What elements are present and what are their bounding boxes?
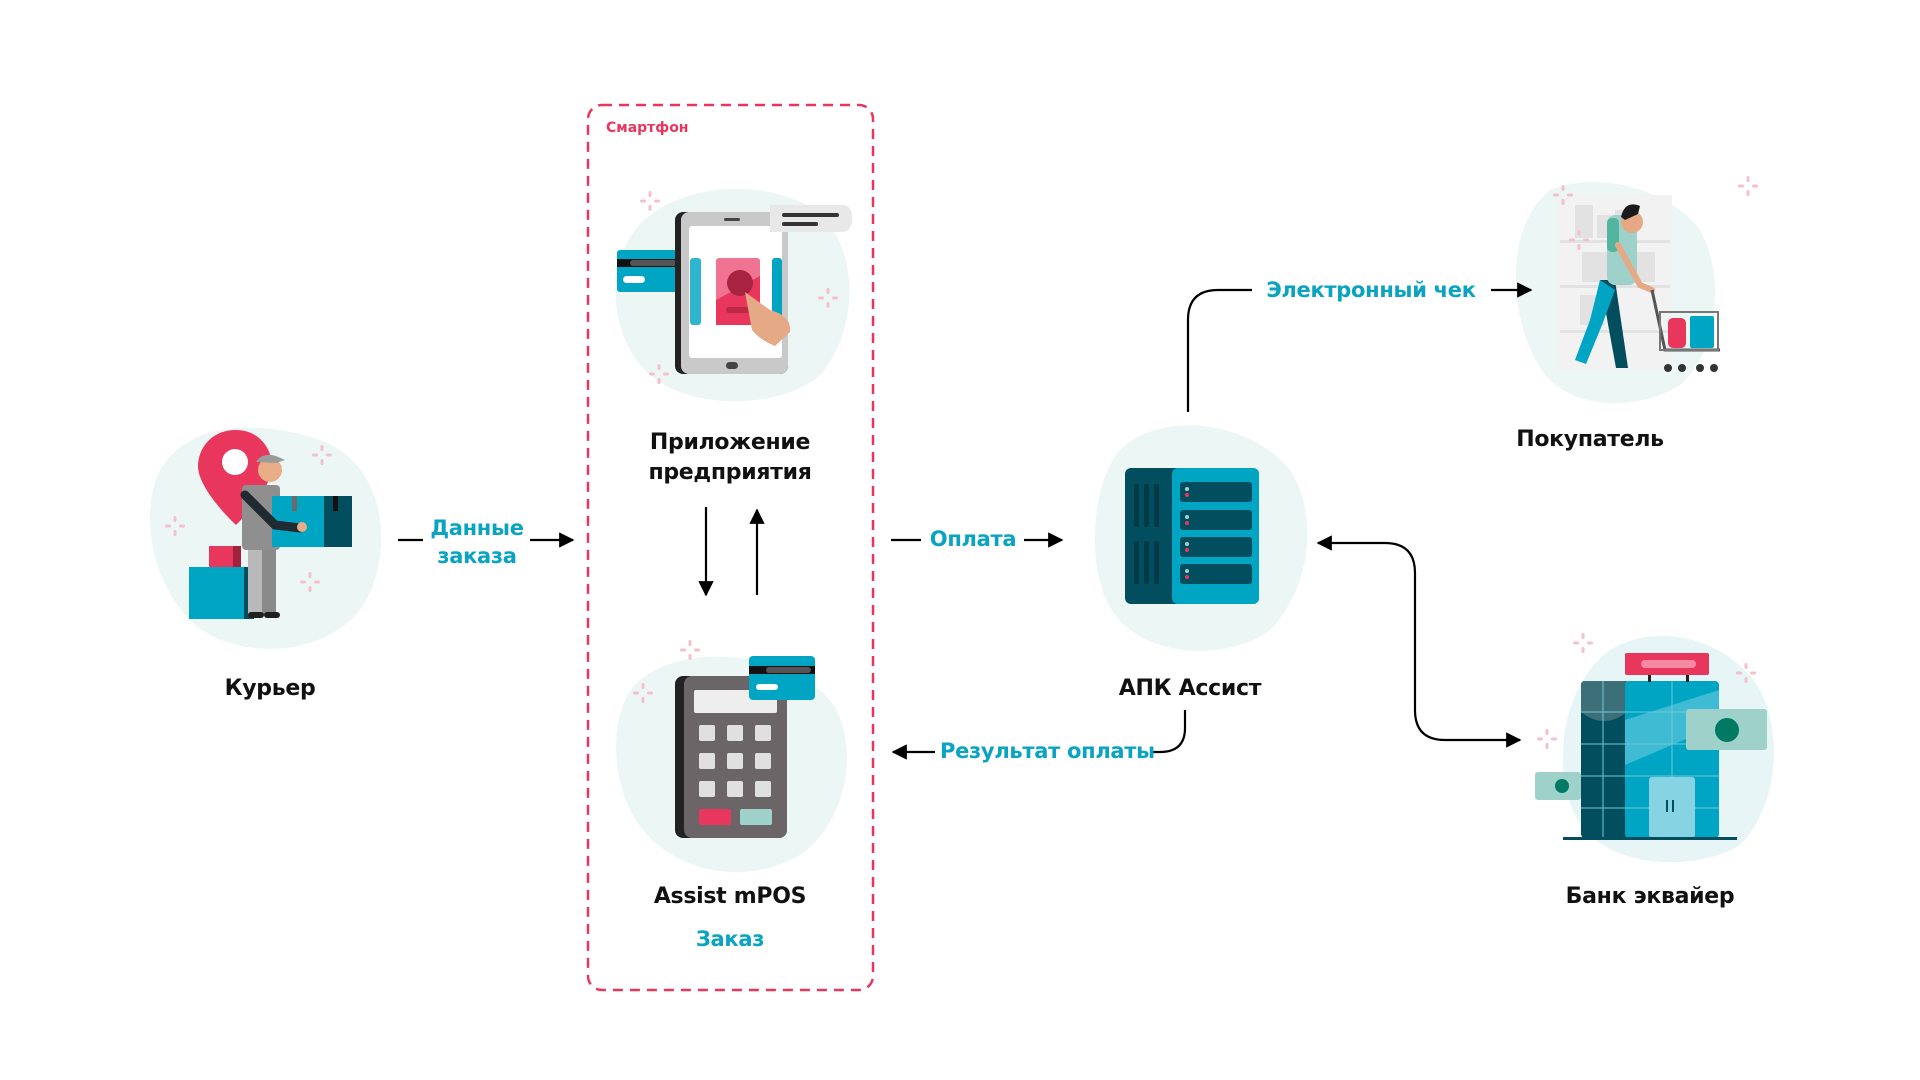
order-data-flow-label-line2: заказа <box>437 544 517 568</box>
bank-illustration <box>1535 633 1774 863</box>
server-illustration <box>1094 425 1308 651</box>
shopping-cart-icon <box>1650 289 1720 372</box>
arrow-receipt-curve <box>1186 288 1252 412</box>
tablet-illustration <box>615 188 852 402</box>
courier-person-icon <box>240 454 352 618</box>
mpos-order-label: Заказ <box>695 927 765 951</box>
receipt-flow-label: Электронный чек <box>1266 278 1476 302</box>
credit-card-icon <box>749 656 815 700</box>
payment-flow-label: Оплата <box>929 527 1017 551</box>
apk-label: АПК Ассист <box>1118 676 1262 701</box>
smartphone-group-box <box>586 103 875 992</box>
courier-label: Курьер <box>224 676 316 701</box>
shopper-person-icon <box>1575 204 1655 368</box>
courier-illustration <box>150 427 382 649</box>
pos-device-icon <box>675 676 787 838</box>
buyer-illustration <box>1515 176 1758 404</box>
bank-building-icon <box>1563 681 1737 840</box>
payment-result-flow-label: Результат оплаты <box>940 739 1155 763</box>
mpos-label: Assist mPOS <box>653 884 807 909</box>
buyer-label: Покупатель <box>1516 427 1664 452</box>
chat-bubble-icon <box>770 205 852 232</box>
banknote-icon <box>1535 709 1767 800</box>
arrow-payment-result-curve <box>1153 710 1187 754</box>
bank-label: Банк эквайер <box>1565 884 1735 909</box>
enterprise-app-label-line1: Приложение <box>649 430 811 455</box>
pos-terminal-illustration <box>616 640 847 873</box>
bank-sign-icon <box>1625 653 1709 682</box>
order-data-flow-label-line1: Данные <box>430 516 524 540</box>
connectors <box>398 282 1533 760</box>
server-rack-icon <box>1125 468 1259 604</box>
server-slots <box>1180 482 1252 584</box>
smartphone-group-title: Смартфон <box>606 120 689 136</box>
enterprise-app-label-line2: предприятия <box>648 460 812 485</box>
credit-card-icon <box>617 250 677 292</box>
tablet-device-icon <box>675 212 791 374</box>
arrow-apk-bank-bidirectional <box>1316 535 1522 748</box>
